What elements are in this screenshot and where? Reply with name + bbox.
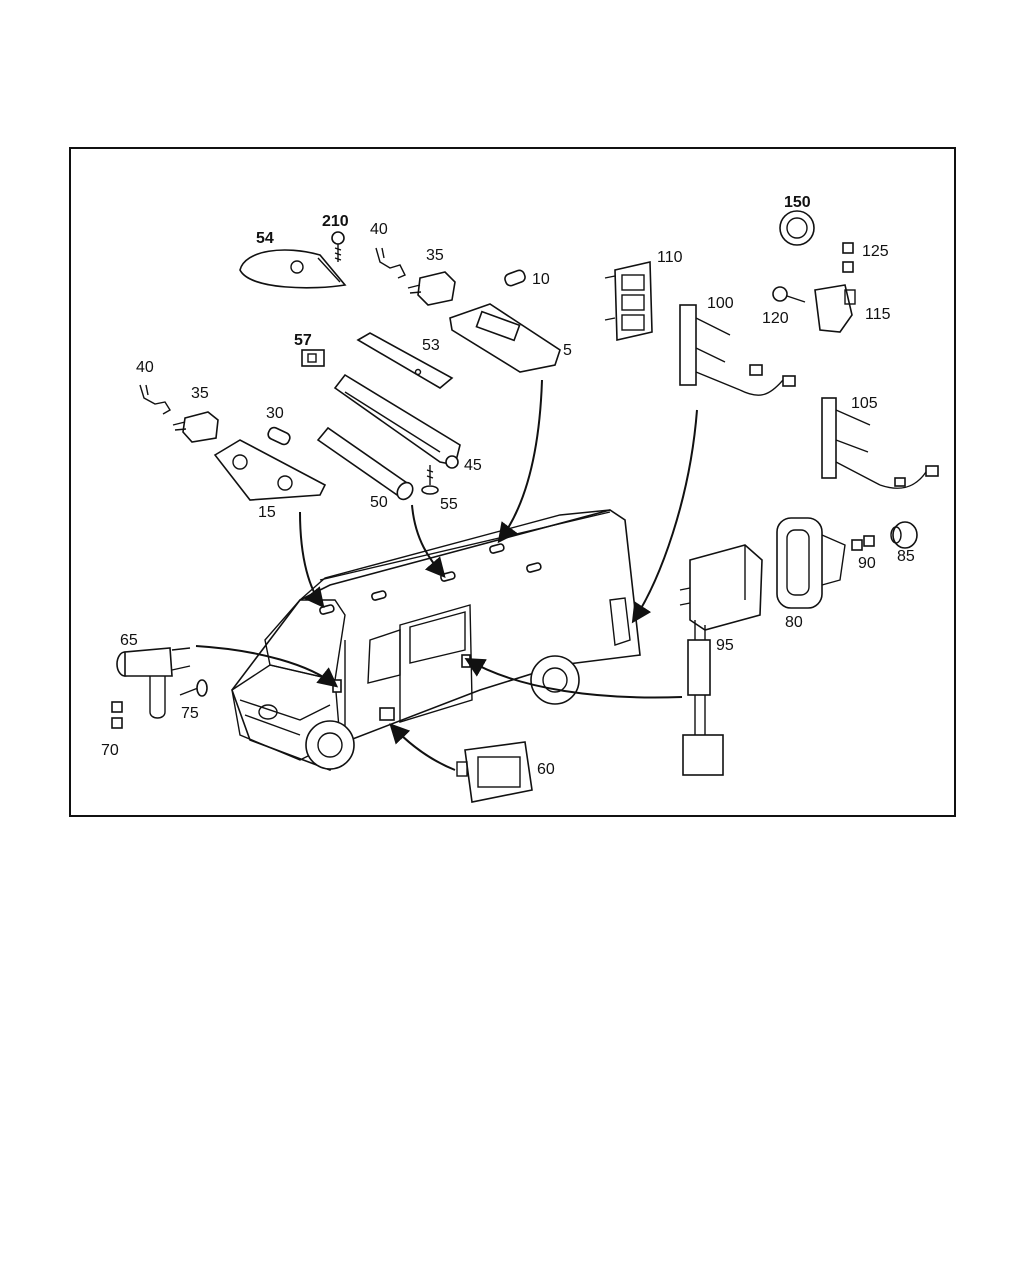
part-210-screw [331, 231, 345, 262]
label-110: 110 [657, 249, 683, 266]
part-35-connector-a [407, 271, 456, 306]
part-80-lamp [776, 517, 846, 609]
part-10-bulb [504, 269, 526, 287]
part-45-long-lamp [333, 373, 461, 469]
label-54: 54 [256, 230, 274, 247]
part-30-bulb [267, 426, 291, 446]
label-40-a: 40 [370, 221, 388, 238]
part-70-fuse [111, 701, 123, 729]
part-57-clip [301, 349, 325, 367]
label-35-b: 35 [191, 385, 209, 402]
part-5-lamp [449, 303, 561, 373]
part-120-screw [772, 286, 806, 303]
part-50-tube [316, 426, 414, 501]
diagram-frame [69, 147, 956, 817]
label-40-b: 40 [136, 359, 154, 376]
label-5: 5 [563, 342, 572, 359]
label-70: 70 [101, 742, 119, 759]
label-30: 30 [266, 405, 284, 422]
van-illustration [231, 509, 641, 771]
label-10: 10 [532, 271, 550, 288]
label-35-a: 35 [426, 247, 444, 264]
label-80: 80 [785, 614, 803, 631]
part-100-switch-block [679, 304, 796, 396]
part-90-fuse [851, 535, 875, 551]
label-95: 95 [716, 637, 734, 654]
label-210: 210 [322, 213, 349, 230]
leader-arrows [195, 379, 698, 771]
label-55: 55 [440, 496, 458, 513]
label-75: 75 [181, 705, 199, 722]
label-57: 57 [294, 332, 312, 349]
part-35-connector-b [172, 411, 219, 443]
part-labels: 54 210 40 35 10 57 53 5 40 35 30 45 50 5… [101, 194, 915, 778]
label-115: 115 [865, 306, 891, 323]
label-150: 150 [784, 194, 811, 211]
part-40-terminal-b [139, 384, 171, 415]
part-125-fuse [842, 242, 854, 273]
part-65-door-switch [116, 647, 191, 719]
label-60: 60 [537, 761, 555, 778]
part-53-strip [356, 332, 454, 389]
part-60-switch-frame [456, 741, 533, 803]
label-65: 65 [120, 632, 138, 649]
label-45: 45 [464, 457, 482, 474]
part-110-switch-panel [604, 261, 653, 341]
part-95-switch-box [679, 544, 763, 776]
part-15-lamp [213, 439, 327, 501]
label-120: 120 [762, 310, 789, 327]
part-40-terminal-a [375, 247, 406, 279]
label-50: 50 [370, 494, 388, 511]
part-150-grommet [779, 210, 815, 246]
label-15: 15 [258, 504, 276, 521]
label-85: 85 [897, 548, 915, 565]
part-55-screw [421, 465, 439, 495]
part-54-plate [239, 249, 347, 289]
label-125: 125 [862, 243, 889, 260]
part-105-switch-block [821, 397, 939, 489]
label-53: 53 [422, 337, 440, 354]
label-105: 105 [851, 395, 878, 412]
label-100: 100 [707, 295, 734, 312]
part-115-relay [814, 284, 856, 333]
part-75-screw [179, 679, 208, 697]
part-85-cylinder [890, 521, 918, 549]
label-90: 90 [858, 555, 876, 572]
